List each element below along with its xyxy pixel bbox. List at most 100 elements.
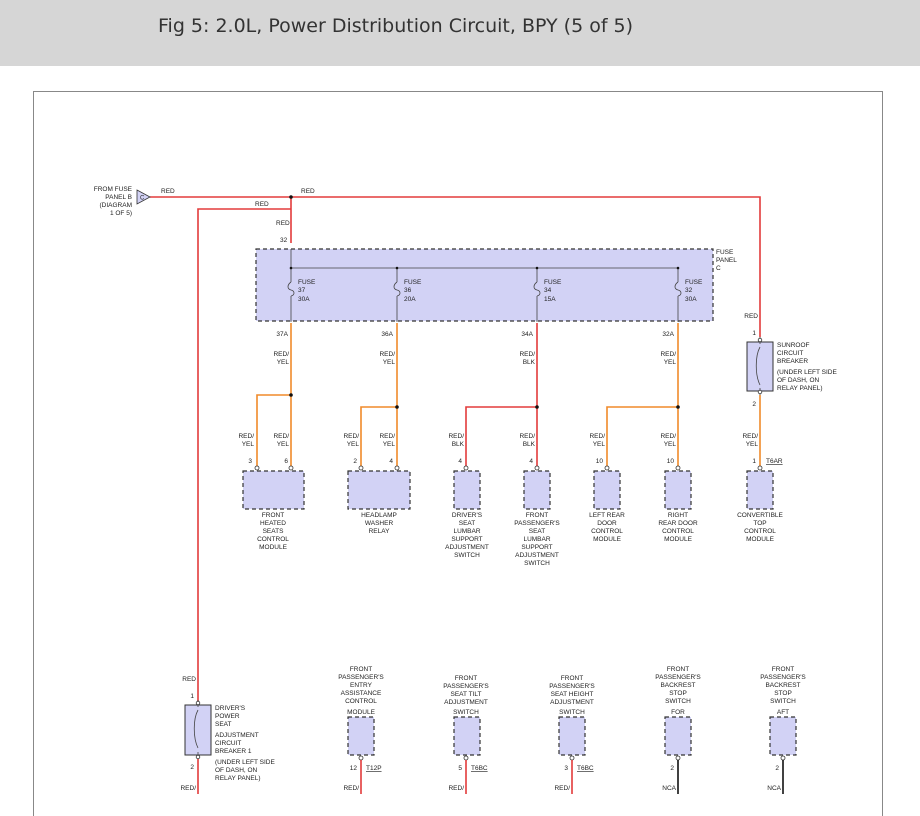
wire-label-red-main: RED bbox=[301, 188, 315, 195]
pin-label: 4 bbox=[458, 458, 462, 465]
seat-height-adjustment-switch bbox=[558, 716, 586, 756]
fuse-number: 36 bbox=[404, 287, 412, 294]
svg-text:FRONT: FRONT bbox=[561, 675, 583, 682]
figure-header: Fig 5: 2.0L, Power Distribution Circuit,… bbox=[0, 0, 920, 66]
load-label: FRONT bbox=[262, 512, 284, 519]
wire-label: RED/ bbox=[519, 433, 535, 440]
fuse-rating: 30A bbox=[298, 296, 310, 303]
fuse-icon bbox=[674, 281, 682, 297]
svg-text:FRONT: FRONT bbox=[772, 666, 794, 673]
sunroof-breaker-label: BREAKER bbox=[777, 358, 808, 365]
right-rear-door-control-module bbox=[664, 470, 692, 510]
source-label-2: PANEL B bbox=[105, 194, 132, 201]
wire-label: RED/ bbox=[519, 351, 535, 358]
splice-dot bbox=[289, 195, 293, 199]
load-label: CONTROL bbox=[662, 528, 694, 535]
fuse-panel-label-1: FUSE bbox=[716, 249, 734, 256]
svg-text:BACKREST: BACKREST bbox=[660, 682, 695, 689]
fuse-37: FUSE 37 30A bbox=[287, 266, 316, 322]
wire-label: BLK bbox=[523, 359, 536, 366]
svg-text:POWER: POWER bbox=[215, 713, 240, 720]
entry-assistance-control-module bbox=[347, 716, 375, 756]
svg-text:PASSENGER'S: PASSENGER'S bbox=[760, 674, 806, 681]
load-label: TOP bbox=[753, 520, 766, 527]
load-label: DOOR bbox=[597, 520, 617, 527]
svg-text:CIRCUIT: CIRCUIT bbox=[215, 740, 241, 747]
connector-label: T6AR bbox=[766, 458, 783, 465]
svg-text:FRONT: FRONT bbox=[350, 666, 372, 673]
load-label: LUMBAR bbox=[453, 528, 480, 535]
pin-terminal bbox=[675, 755, 681, 761]
wire-label: RED/ bbox=[554, 785, 570, 792]
svg-text:ENTRY: ENTRY bbox=[350, 682, 373, 689]
wire-label: YEL bbox=[664, 359, 677, 366]
connector-label: T6BC bbox=[471, 765, 488, 772]
fuse-rating: 15A bbox=[544, 296, 556, 303]
svg-text:OF DASH, ON: OF DASH, ON bbox=[215, 767, 258, 774]
fuse-out-pin: 32A bbox=[662, 331, 674, 338]
pin-terminal bbox=[675, 465, 681, 471]
svg-text:ADJUSTMENT: ADJUSTMENT bbox=[444, 699, 488, 706]
connector-label: T6BC bbox=[577, 765, 594, 772]
wire-label: RED/ bbox=[379, 433, 395, 440]
fuse-panel-c bbox=[255, 248, 714, 322]
breaker-icon bbox=[755, 346, 761, 386]
load-label: SEATS bbox=[263, 528, 284, 535]
wire-label: YEL bbox=[383, 441, 396, 448]
diagram-frame bbox=[33, 91, 883, 816]
load-label: REAR DOOR bbox=[658, 520, 698, 527]
branch-headlamp bbox=[360, 405, 399, 466]
load-label: ADJUSTMENT bbox=[445, 544, 489, 551]
wire-label: YEL bbox=[383, 359, 396, 366]
load-label: SEAT bbox=[459, 520, 476, 527]
load-label: FRONT bbox=[526, 512, 548, 519]
load-label: ADJUSTMENT bbox=[515, 552, 559, 559]
svg-text:ADJUSTMENT: ADJUSTMENT bbox=[215, 732, 259, 739]
wire-label: RED/ bbox=[273, 351, 289, 358]
breaker-icon bbox=[193, 709, 199, 749]
wire-label: RED/ bbox=[660, 351, 676, 358]
fuse-name: FUSE bbox=[404, 279, 422, 286]
load-label: WASHER bbox=[365, 520, 394, 527]
pin-terminal bbox=[394, 465, 400, 471]
front-passengers-seat-lumbar-support-switch bbox=[523, 470, 551, 510]
feed-wire-main bbox=[150, 196, 761, 337]
wire-label: RED/ bbox=[448, 785, 464, 792]
wire-label: RED/ bbox=[180, 785, 196, 792]
svg-text:STOP: STOP bbox=[774, 690, 792, 697]
load-label: RIGHT bbox=[668, 512, 688, 519]
pin-label: 3 bbox=[248, 458, 252, 465]
svg-text:RELAY PANEL): RELAY PANEL) bbox=[215, 775, 261, 782]
drivers-seat-lumbar-support-switch bbox=[453, 470, 481, 510]
seat-tilt-adjustment-switch bbox=[453, 716, 481, 756]
fuse-34: FUSE 34 15A bbox=[533, 266, 562, 322]
svg-text:SWITCH: SWITCH bbox=[665, 698, 691, 705]
wire-label: YEL bbox=[277, 359, 290, 366]
svg-text:AFT: AFT bbox=[777, 709, 789, 716]
pin-terminal bbox=[358, 465, 364, 471]
pin-label: 2 bbox=[190, 764, 194, 771]
connector-label: T12P bbox=[366, 765, 382, 772]
svg-text:PASSENGER'S: PASSENGER'S bbox=[549, 683, 595, 690]
svg-text:STOP: STOP bbox=[669, 690, 687, 697]
backrest-stop-switch-for bbox=[664, 716, 692, 756]
fuse-number: 37 bbox=[298, 287, 306, 294]
load-label: MODULE bbox=[593, 536, 621, 543]
wire-label: YEL bbox=[347, 441, 360, 448]
load-label: HEADLAMP bbox=[361, 512, 397, 519]
wire-label: YEL bbox=[593, 441, 606, 448]
svg-text:SEAT TILT: SEAT TILT bbox=[451, 691, 482, 698]
wire-label-red-fuse-in: RED bbox=[276, 220, 290, 227]
pin-label: 6 bbox=[284, 458, 288, 465]
wire-label: BLK bbox=[523, 441, 536, 448]
sunroof-breaker-label: OF DASH, ON bbox=[777, 377, 820, 384]
load-label: MODULE bbox=[664, 536, 692, 543]
load-label: CONVERTIBLE bbox=[737, 512, 783, 519]
sunroof-breaker-label: (UNDER LEFT SIDE bbox=[777, 369, 837, 376]
load-label: SWITCH bbox=[524, 560, 550, 567]
svg-text:MODULE: MODULE bbox=[347, 709, 375, 716]
sunroof-breaker-label: SUNROOF bbox=[777, 342, 810, 349]
load-label: RELAY bbox=[369, 528, 390, 535]
svg-text:CONTROL: CONTROL bbox=[345, 698, 377, 705]
wire-label: YEL bbox=[242, 441, 255, 448]
